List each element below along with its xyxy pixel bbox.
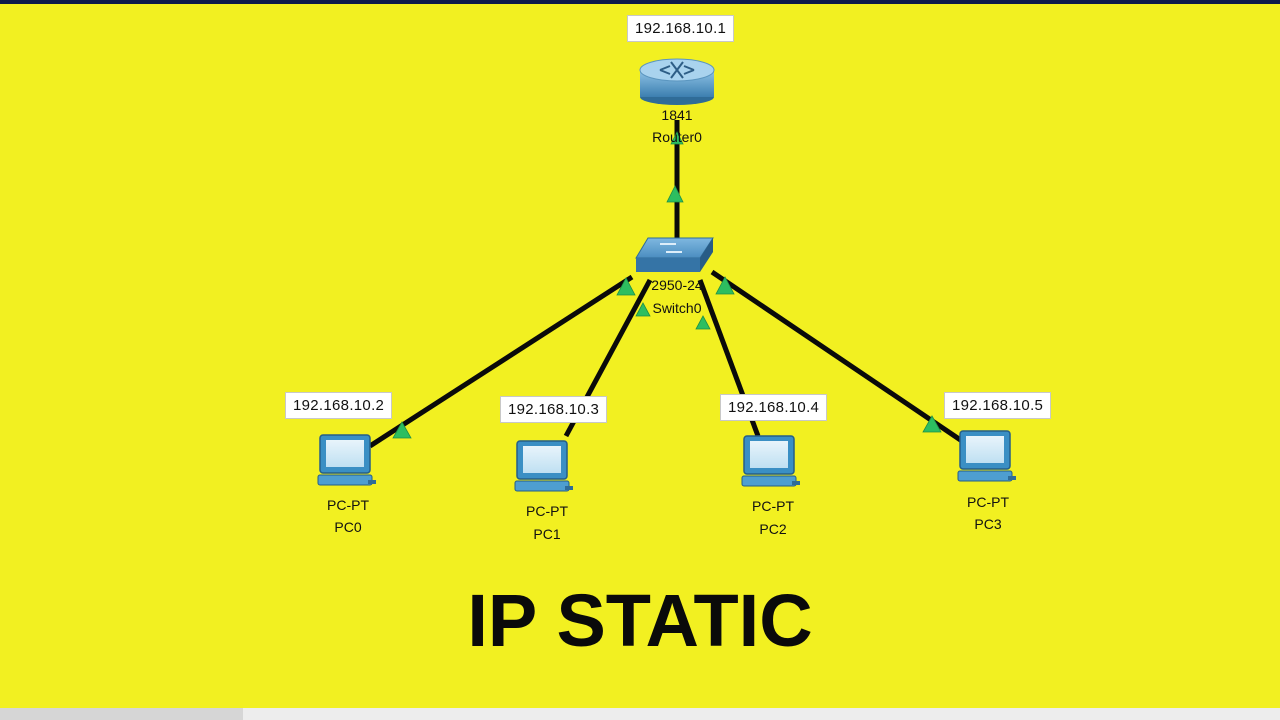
pc0-ip-label[interactable]: 192.168.10.2 xyxy=(285,392,393,419)
bottom-scrollbar[interactable] xyxy=(0,708,1280,720)
router-ip-label[interactable]: 192.168.10.1 xyxy=(627,15,735,42)
pc2-name-label: PC2 xyxy=(759,521,787,537)
pc1-ip-label[interactable]: 192.168.10.3 xyxy=(500,396,608,423)
pc3-ip-label[interactable]: 192.168.10.5 xyxy=(944,392,1052,419)
router-icon[interactable] xyxy=(639,58,715,105)
link-up-triangle xyxy=(392,421,412,439)
link-up-triangle xyxy=(616,277,636,296)
top-border xyxy=(0,0,1280,4)
pc3-model-label: PC-PT xyxy=(967,494,1009,510)
switch-name-label: Switch0 xyxy=(652,300,702,316)
pc2-ip-label[interactable]: 192.168.10.4 xyxy=(720,394,828,421)
pc1-model-label: PC-PT xyxy=(526,503,568,519)
router-name-label: Router0 xyxy=(652,129,702,145)
router-model-label: 1841 xyxy=(661,107,693,123)
link-up-triangle xyxy=(715,276,735,295)
link-switch-pc3 xyxy=(710,269,964,444)
link-switch-pc0 xyxy=(368,274,634,449)
pc3-name-label: PC3 xyxy=(974,516,1002,532)
link-up-triangle xyxy=(695,315,711,330)
pc-icon[interactable] xyxy=(957,430,1016,482)
link-up-triangle xyxy=(666,185,684,203)
link-up-triangle xyxy=(670,131,684,145)
pc-icon[interactable] xyxy=(317,434,376,486)
pc1-name-label: PC1 xyxy=(533,526,561,542)
switch-icon[interactable] xyxy=(635,237,714,272)
pc0-name-label: PC0 xyxy=(334,519,362,535)
link-status-indicators xyxy=(392,131,942,439)
link-up-triangle xyxy=(922,415,942,433)
scrollbar-thumb[interactable] xyxy=(0,708,243,720)
page-title: IP STATIC xyxy=(467,579,813,662)
pc-icon[interactable] xyxy=(741,435,800,487)
switch-model-label: 2950-24 xyxy=(651,277,703,293)
pc2-model-label: PC-PT xyxy=(752,498,794,514)
pc0-model-label: PC-PT xyxy=(327,497,369,513)
link-up-triangle xyxy=(635,302,651,317)
pc-icon[interactable] xyxy=(514,440,573,492)
